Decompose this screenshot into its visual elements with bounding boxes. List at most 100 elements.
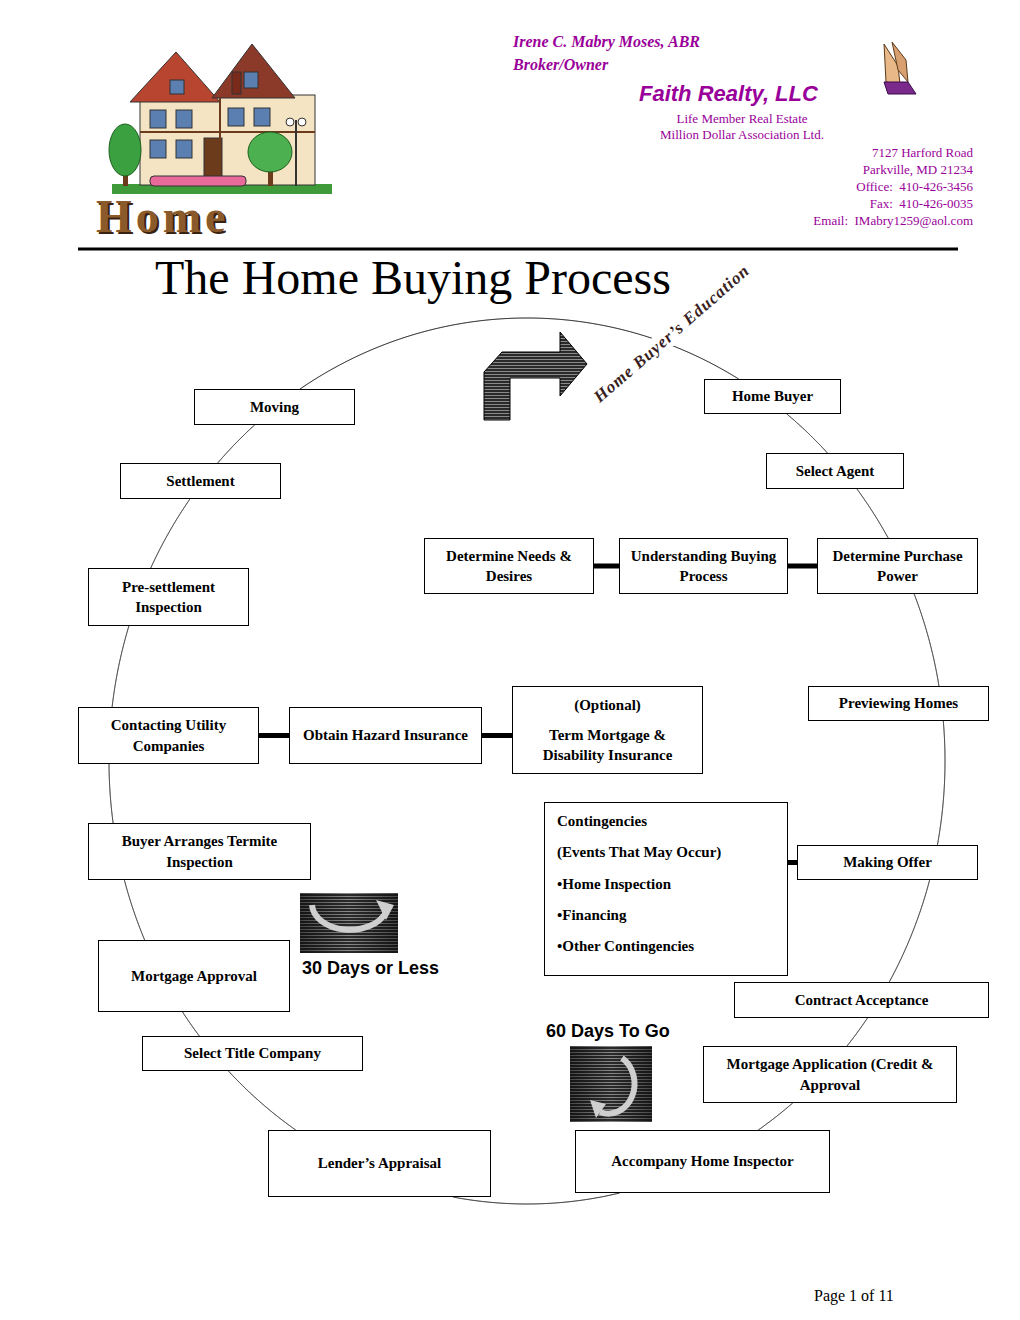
connector-arc: [151, 499, 190, 568]
box-text: (Events That May Occur): [557, 842, 775, 862]
connector-arc: [847, 1018, 867, 1046]
flower-bed: [150, 176, 246, 186]
box-text: Home Buyer: [711, 386, 834, 406]
lamp: [298, 118, 306, 126]
fax-line: Fax: 410-426-0035: [870, 196, 973, 212]
process-box: Previewing Homes: [808, 686, 989, 721]
connector-arc: [937, 721, 945, 845]
sleeve: [884, 82, 916, 94]
page-number: Page 1 of 11: [814, 1287, 894, 1305]
window: [150, 140, 166, 158]
timber: [140, 131, 315, 133]
box-text: •Home Inspection: [557, 874, 775, 894]
process-box: Moving: [194, 389, 355, 425]
connector-bar: [594, 564, 619, 569]
box-text: Settlement: [127, 471, 274, 491]
box-text: Obtain Hazard Insurance: [296, 725, 475, 745]
connector-arc: [112, 626, 129, 707]
tree: [248, 132, 292, 172]
box-text: Contingencies: [557, 811, 775, 831]
timber: [219, 98, 221, 185]
connector-bar: [788, 564, 817, 569]
timeline-note: 60 Days To Go: [546, 1021, 670, 1042]
process-box: Determine Needs & Desires: [424, 538, 594, 594]
box-text: Contacting Utility Companies: [85, 715, 252, 756]
box-text: Pre-settlement Inspection: [95, 577, 242, 618]
box-text: Making Offer: [804, 852, 971, 872]
email-line: Email: IMabry1259@aol.com: [813, 213, 973, 229]
arrow-head: [376, 900, 394, 920]
roof: [130, 52, 220, 102]
cycle-arrow: [600, 1058, 635, 1114]
page-title: The Home Buying Process: [155, 250, 671, 305]
box-text: Determine Purchase Power: [824, 546, 971, 587]
address-line: 7127 Harford Road: [872, 145, 973, 161]
process-box: Determine Purchase Power: [817, 538, 978, 594]
box-text: Mortgage Application (Credit & Approval: [710, 1054, 950, 1095]
box-text: Select Agent: [773, 461, 897, 481]
box-text: •Financing: [557, 905, 775, 925]
box-text: (Optional): [519, 695, 696, 715]
box-text: Determine Needs & Desires: [431, 546, 587, 587]
process-box: Obtain Hazard Insurance: [289, 707, 482, 764]
box-text: Accompany Home Inspector: [582, 1151, 823, 1171]
connector-arc: [218, 425, 255, 463]
house-illustration: [109, 44, 332, 194]
process-box: Mortgage Application (Credit & Approval: [703, 1046, 957, 1103]
connector-bar: [259, 733, 289, 738]
process-box: Buyer Arranges Termite Inspection: [88, 823, 311, 880]
connector-arc: [124, 880, 144, 940]
window: [176, 110, 192, 128]
box-text: Mortgage Approval: [105, 966, 283, 986]
timeline-note: 30 Days or Less: [302, 958, 439, 979]
arrow-head: [590, 1100, 606, 1118]
roof: [212, 44, 295, 98]
connector-arc: [889, 880, 929, 982]
icon-ground: [300, 893, 398, 953]
box-text: Understanding Buying Process: [626, 546, 781, 587]
icon-shade: [570, 1046, 652, 1122]
process-box: Settlement: [120, 463, 281, 499]
membership-note: Million Dollar Association Ltd.: [660, 127, 824, 143]
bent-arrow-icon: [484, 332, 587, 420]
box-text: Moving: [201, 397, 348, 417]
process-box: Accompany Home Inspector: [575, 1130, 830, 1193]
cycle-arrow-icon: [570, 1046, 652, 1122]
window: [150, 110, 166, 128]
cycle-arrow: [312, 905, 386, 930]
box-text: Lender’s Appraisal: [275, 1153, 484, 1173]
connector-arc: [758, 1103, 792, 1130]
house-wall: [140, 95, 315, 185]
tree: [109, 124, 141, 176]
cycle-arrow-icon: [300, 893, 398, 953]
box-text: Previewing Homes: [815, 693, 982, 713]
process-box: Contract Acceptance: [734, 982, 989, 1018]
process-box: Home Buyer: [704, 379, 841, 414]
process-box: Lender’s Appraisal: [268, 1130, 491, 1197]
connector-arc: [109, 764, 113, 823]
phone-line: Office: 410-426-3456: [856, 179, 973, 195]
process-box: Select Agent: [766, 453, 904, 489]
lamp: [286, 118, 294, 126]
icon-ground: [570, 1046, 652, 1122]
box-text: •Other Contingencies: [557, 936, 775, 956]
process-box: (Optional) Term Mortgage & Disability Ins…: [512, 686, 703, 774]
window: [254, 108, 270, 126]
process-box: Select Title Company: [142, 1036, 363, 1071]
header-rule: [78, 248, 958, 251]
box-text: Select Title Company: [149, 1043, 356, 1063]
agent-role: Broker/Owner: [513, 56, 608, 74]
process-box: Contingencies (Events That May Occur) •Hom…: [544, 802, 788, 976]
connector-bar: [482, 733, 512, 738]
window: [170, 80, 184, 94]
window: [176, 140, 192, 158]
word-art: Home: [96, 190, 230, 243]
box-text: Term Mortgage & Disability Insurance: [519, 725, 696, 766]
icon-shade: [300, 893, 398, 953]
connector-arc: [857, 489, 888, 538]
process-box: Contacting Utility Companies: [78, 707, 259, 764]
connector-arc: [914, 594, 939, 686]
chimney: [232, 72, 241, 94]
hand: [892, 42, 908, 82]
connector-bar: [788, 860, 797, 865]
